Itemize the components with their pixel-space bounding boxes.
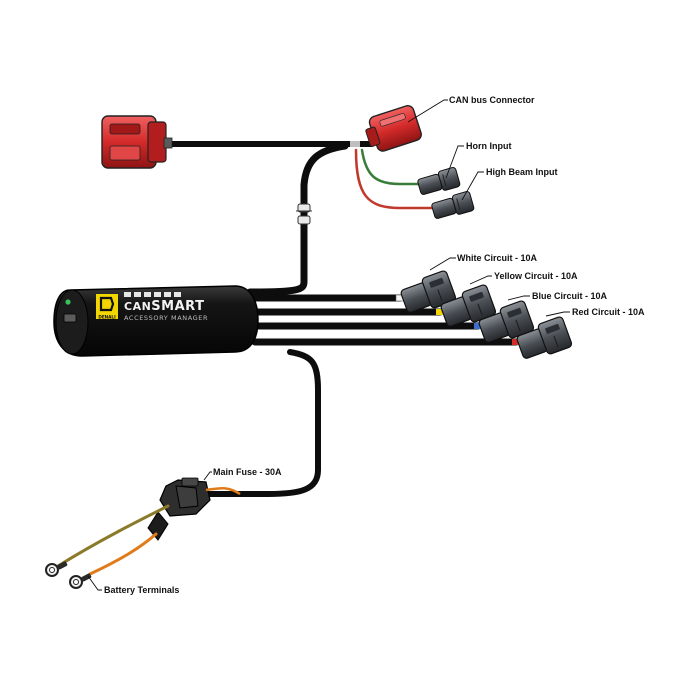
- yellow-circuit-label: Yellow Circuit - 10A: [494, 271, 578, 281]
- trunk-cable: [246, 142, 349, 296]
- input-wires: [354, 148, 438, 210]
- can-plug-left: [101, 115, 173, 169]
- labels: CAN bus Connector Horn Input High Beam I…: [104, 95, 645, 595]
- orange-wire: [88, 532, 158, 576]
- can-bus-connector: [365, 104, 422, 152]
- red-circuit-label: Red Circuit - 10A: [572, 307, 645, 317]
- main-fuse-holder: [147, 477, 241, 541]
- logo-text: DENALI: [98, 314, 116, 319]
- battery-wires: [56, 504, 170, 576]
- leader-lines: [87, 99, 570, 591]
- battery-terminal-2: [69, 573, 92, 589]
- signal-bars: [124, 292, 181, 297]
- cansmart-device: DENALI CANSMART ACCESSORY MANAGER: [53, 285, 259, 357]
- high-beam-wire-red: [354, 148, 438, 210]
- horn-connector: [417, 167, 461, 195]
- horn-wire-green: [360, 148, 422, 186]
- horn-input-label: Horn Input: [466, 141, 512, 151]
- device-subtitle: ACCESSORY MANAGER: [124, 314, 208, 322]
- high-beam-input-label: High Beam Input: [486, 167, 558, 177]
- high-beam-connector: [431, 191, 475, 219]
- blue-circuit-label: Blue Circuit - 10A: [532, 291, 608, 301]
- brand-text: CANSMART: [124, 299, 204, 314]
- battery-terminals-label: Battery Terminals: [104, 585, 179, 595]
- battery-terminal-1: [45, 561, 68, 577]
- main-fuse-label: Main Fuse - 30A: [213, 467, 282, 477]
- white-circuit-label: White Circuit - 10A: [457, 253, 538, 263]
- fuse-cable: [211, 349, 321, 497]
- blue-circuit-connector: [478, 300, 535, 343]
- red-circuit-connector: [516, 316, 573, 359]
- cable-tie-group: [296, 203, 312, 225]
- denali-logo-icon: DENALI: [96, 294, 118, 319]
- led-indicator-icon: [65, 299, 71, 305]
- usb-port: [63, 313, 77, 323]
- yellow-circuit-connector: [440, 284, 497, 327]
- main-cables: [165, 141, 520, 497]
- olive-wire: [56, 504, 170, 568]
- can-bus-label: CAN bus Connector: [449, 95, 535, 105]
